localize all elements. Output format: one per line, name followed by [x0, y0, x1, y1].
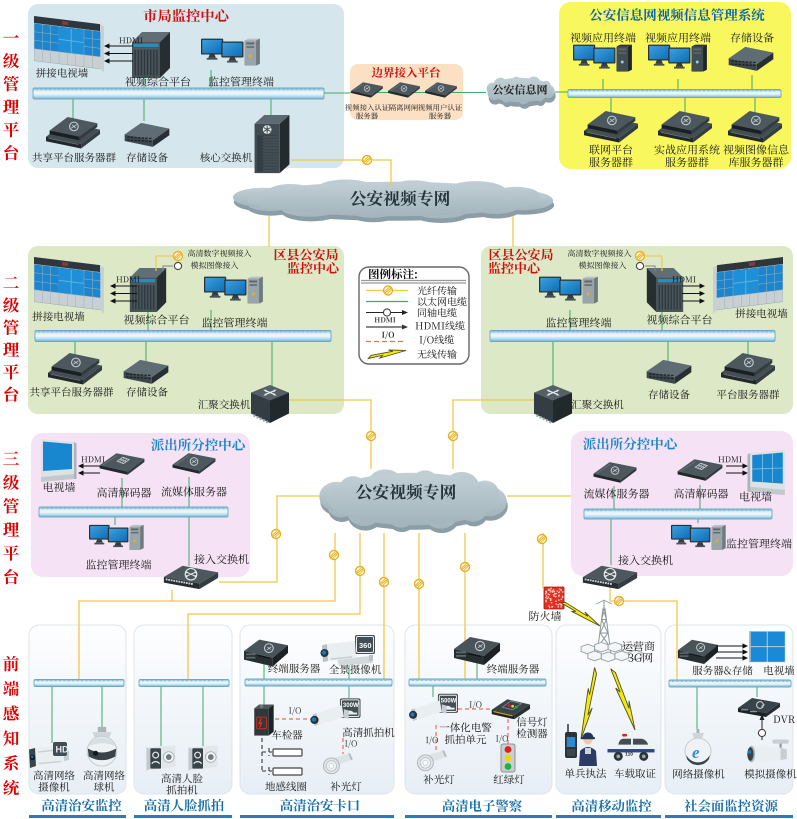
svg-text:e: e	[692, 743, 700, 762]
svg-text:500W: 500W	[441, 698, 457, 704]
svg-text:300W: 300W	[343, 703, 359, 709]
svg-text:110: 110	[625, 751, 633, 757]
svg-text:360: 360	[359, 641, 372, 650]
svg-text:HD: HD	[56, 745, 69, 755]
